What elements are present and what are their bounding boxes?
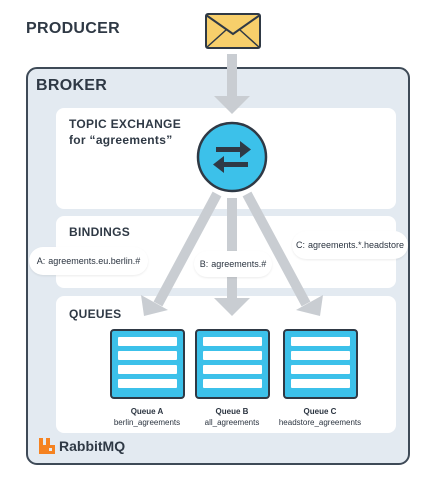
queue-c-binding: headstore_agreements [278, 418, 362, 427]
binding-b-bubble: B: agreements.# [194, 251, 272, 277]
queues-title: QUEUES [69, 307, 122, 321]
broker-title: BROKER [36, 77, 108, 94]
binding-b-key: B: [199, 259, 209, 269]
queue-c-label: Queue C headstore_agreements [265, 406, 375, 428]
queue-b-binding: all_agreements [204, 418, 260, 427]
producer-title: PRODUCER [26, 20, 120, 37]
queue-b-icon [195, 329, 270, 399]
binding-a-pattern: agreements.eu.berlin.# [48, 256, 141, 266]
queue-a-name: Queue A [130, 407, 164, 416]
queue-a-binding: berlin_agreements [113, 418, 181, 427]
exchange-arrows-icon [196, 121, 268, 193]
binding-c-pattern: agreements.*.headstore [307, 240, 405, 250]
arrow-to-queue-c [242, 191, 323, 316]
queue-b-label: Queue B all_agreements [177, 406, 287, 428]
binding-b-pattern: agreements.# [211, 259, 267, 269]
brand-name: RabbitMQ [59, 438, 126, 454]
envelope-icon [205, 13, 261, 49]
exchange-subtitle: for “agreements” [69, 133, 173, 147]
rabbitmq-logo-icon [39, 438, 55, 454]
bindings-title: BINDINGS [69, 225, 131, 239]
binding-c-key: C: [295, 240, 305, 250]
binding-a-bubble: A: agreements.eu.berlin.# [29, 247, 148, 275]
queue-a-icon [110, 329, 185, 399]
arrow-to-queue-a [141, 191, 222, 316]
binding-a-key: A: [36, 256, 46, 266]
queue-a-label: Queue A berlin_agreements [92, 406, 202, 428]
producer-to-exchange-arrow [214, 54, 250, 114]
queue-c-name: Queue C [303, 407, 337, 416]
queue-c-icon [283, 329, 358, 399]
exchange-title: TOPIC EXCHANGE [69, 117, 181, 131]
arrow-to-queue-b [214, 198, 250, 316]
binding-c-bubble: C: agreements.*.headstore [292, 231, 408, 259]
queue-b-name: Queue B [215, 407, 249, 416]
